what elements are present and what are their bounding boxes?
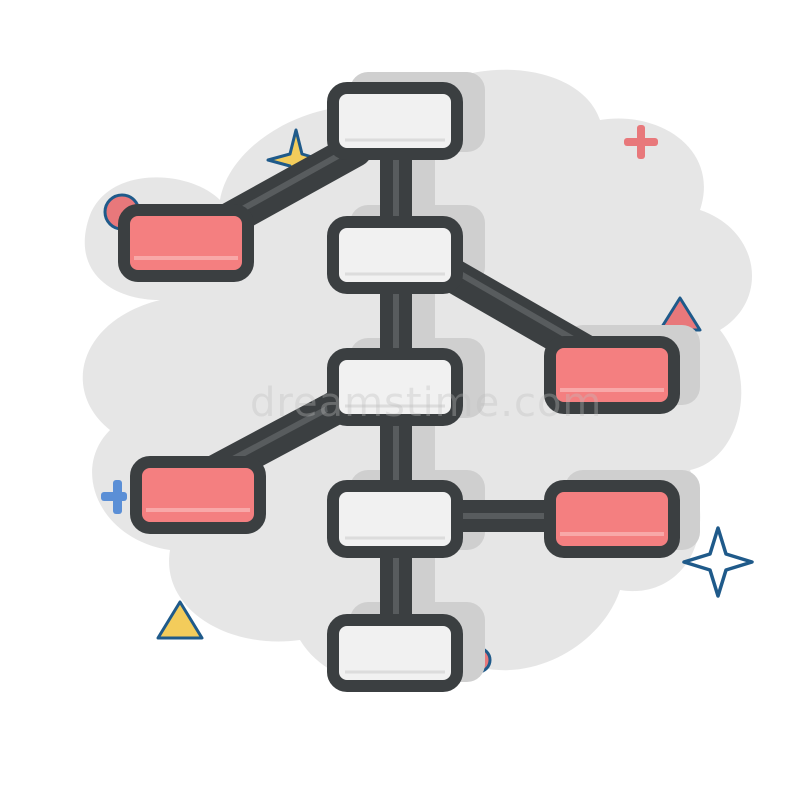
- branch-node: [544, 336, 680, 414]
- timeline-node: [327, 614, 463, 692]
- timeline-node: [327, 216, 463, 294]
- plus-icon: [101, 480, 127, 514]
- timeline-node: [327, 82, 463, 160]
- plus-icon: [624, 125, 658, 159]
- decorations: [101, 125, 754, 674]
- timeline-node: [327, 348, 463, 426]
- timeline-nodes: [327, 82, 463, 692]
- branch-node: [544, 480, 680, 558]
- branch-node: [118, 204, 254, 282]
- sparkle-icon: [682, 526, 754, 598]
- triangle-icon: [156, 600, 204, 640]
- branch-node: [130, 456, 266, 534]
- timeline-node: [327, 480, 463, 558]
- branch-nodes: [118, 204, 680, 558]
